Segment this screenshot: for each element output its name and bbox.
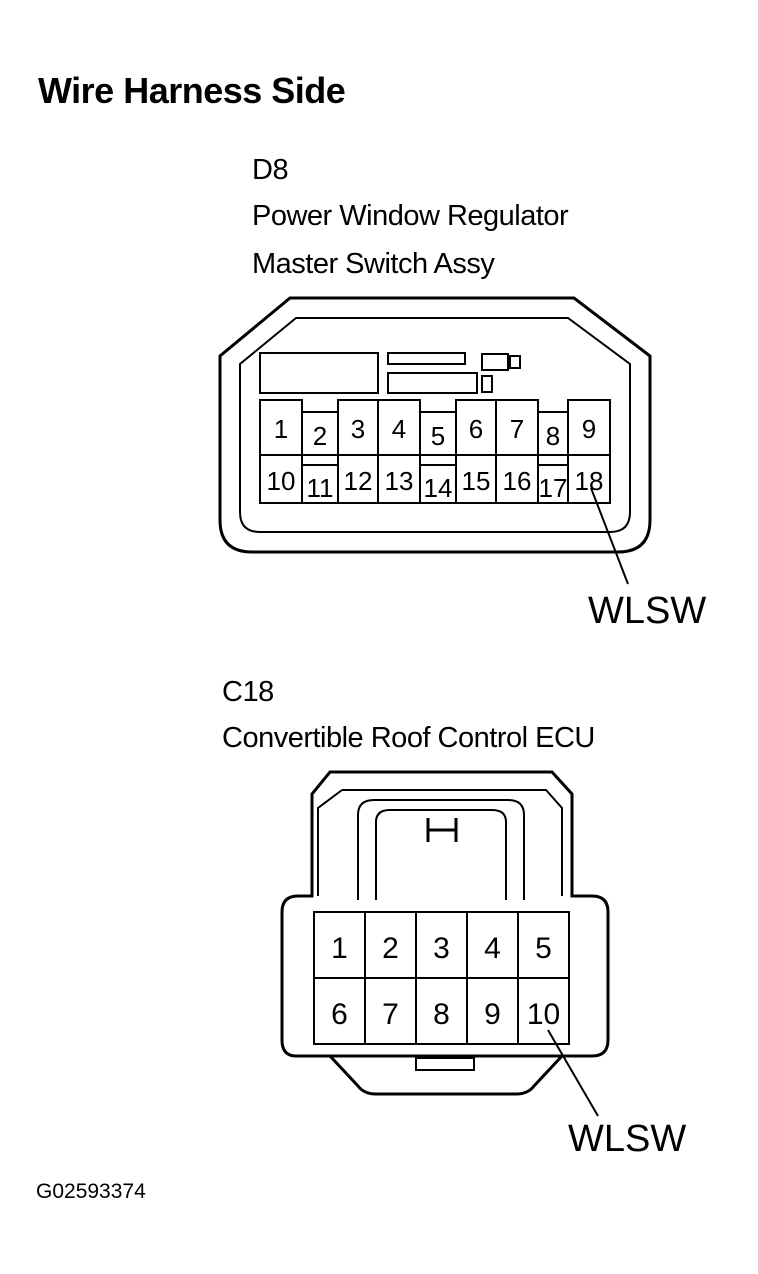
connector-d8-pin-label: 12 — [344, 466, 373, 496]
connector-d8-wlsw-label: WLSW — [588, 590, 707, 632]
connector-d8-body — [218, 296, 652, 554]
connector-d8-pin-label: 11 — [307, 473, 334, 503]
connector-c18-pin-label: 4 — [484, 932, 501, 965]
connector-c18-pin-label: 9 — [484, 998, 501, 1031]
connector-c18-pin-label: 10 — [527, 998, 560, 1031]
connector-d8-pin-label: 9 — [582, 414, 596, 444]
connector-c18-pin-label: 5 — [535, 932, 552, 965]
page-title: Wire Harness Side — [38, 70, 346, 111]
connector-c18-code: C18 — [222, 676, 274, 708]
connector-d8-pin-label: 4 — [392, 414, 406, 444]
figure-code: G02593374 — [36, 1180, 146, 1203]
connector-d8-pin-label: 13 — [385, 466, 414, 496]
connector-d8-pin-label: 14 — [424, 473, 453, 503]
connector-d8-pins: 1 10 2 11 3 12 4 13 5 14 6 15 7 16 8 17 9 18 — [259, 399, 611, 504]
connector-c18-pin-label: 8 — [433, 998, 450, 1031]
connector-d8-name-line-2: Master Switch Assy — [252, 248, 495, 280]
connector-d8-pin-label: 5 — [431, 421, 445, 451]
connector-c18-wlsw-label: WLSW — [568, 1118, 687, 1160]
connector-d8-pin-label: 17 — [539, 473, 568, 503]
connector-c18-pins: 1 6 2 7 3 8 4 9 5 10 — [313, 911, 570, 1045]
connector-d8-pin-label: 8 — [546, 421, 560, 451]
connector-d8-pin-label: 6 — [469, 414, 483, 444]
connector-d8-pin-label: 15 — [462, 466, 491, 496]
connector-d8-pin-label: 18 — [575, 466, 604, 496]
connector-d8-pin-label: 10 — [267, 466, 296, 496]
connector-c18-pin-label: 7 — [382, 998, 399, 1031]
connector-d8-pin-label: 7 — [510, 414, 524, 444]
connector-d8-callout-line — [590, 487, 629, 585]
connector-d8-pin-label: 3 — [351, 414, 365, 444]
connector-c18-pin-label: 1 — [331, 932, 348, 965]
connector-c18-pin-cell — [517, 977, 570, 1045]
connector-c18-pin-label: 3 — [433, 932, 450, 965]
connector-d8-pin-cell — [567, 454, 611, 504]
connector-c18-callout-line — [547, 1029, 599, 1117]
connector-d8-name-line-1: Power Window Regulator — [252, 200, 569, 232]
connector-c18-body — [280, 770, 610, 1096]
connector-d8-pin-label: 1 — [274, 414, 288, 444]
connector-c18-pin-label: 2 — [382, 932, 399, 965]
connector-c18-name-line-1: Convertible Roof Control ECU — [222, 722, 595, 754]
connector-c18-pin-label: 6 — [331, 998, 348, 1031]
connector-d8-pin-label: 16 — [503, 466, 532, 496]
connector-d8-pin-label: 2 — [313, 421, 327, 451]
connector-d8-code: D8 — [252, 154, 289, 186]
